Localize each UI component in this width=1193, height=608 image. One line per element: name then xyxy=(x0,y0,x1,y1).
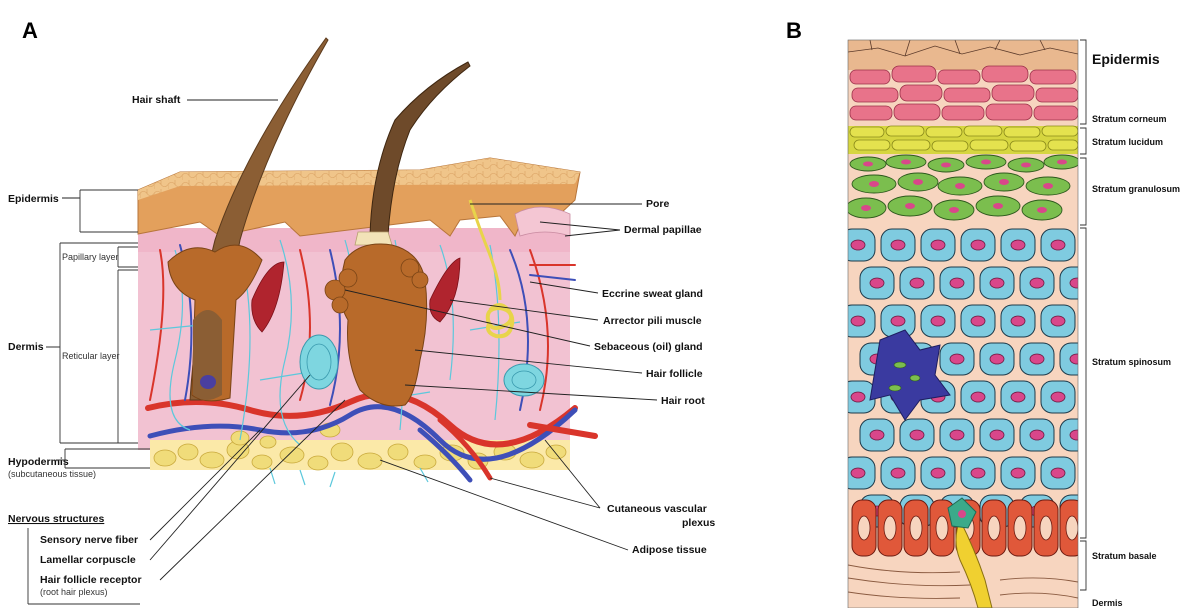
basale-nucleus xyxy=(858,516,870,540)
spinosum-nucleus xyxy=(910,430,924,440)
label-hypodermis: Hypodermis xyxy=(8,456,69,468)
label-root-hair-plexus: (root hair plexus) xyxy=(40,587,108,597)
spinosum-nucleus xyxy=(950,430,964,440)
spinosum-nucleus xyxy=(851,316,865,326)
spinosum-nucleus xyxy=(950,278,964,288)
label-stratum-basale: Stratum basale xyxy=(1092,551,1157,561)
label-hair-follicle: Hair follicle xyxy=(646,368,703,380)
label-dermis: Dermis xyxy=(8,341,44,353)
spinosum-nucleus xyxy=(1051,240,1065,250)
spinosum-nucleus xyxy=(931,468,945,478)
label-stratum-spinosum: Stratum spinosum xyxy=(1092,357,1171,367)
spinosum-nucleus xyxy=(870,278,884,288)
spinosum-nucleus xyxy=(1011,240,1025,250)
spinosum-nucleus xyxy=(971,392,985,402)
label-nervous-structures: Nervous structures xyxy=(8,513,104,525)
stratum-granulosum-cells xyxy=(846,155,1080,220)
spinosum-nucleus xyxy=(891,468,905,478)
basale-nucleus xyxy=(1066,516,1078,540)
spinosum-nucleus xyxy=(1030,278,1044,288)
label-cutaneous-vascular: Cutaneous vascular xyxy=(607,503,707,515)
label-hair-shaft: Hair shaft xyxy=(132,94,181,106)
panel-b: B xyxy=(786,18,1180,608)
spinosum-nucleus xyxy=(931,316,945,326)
panel-a: A xyxy=(8,18,715,604)
basale-nucleus xyxy=(988,516,1000,540)
stratum-corneum-cells xyxy=(850,66,1078,120)
basale-nucleus xyxy=(1040,516,1052,540)
panel-a-letter: A xyxy=(22,18,38,43)
spinosum-nucleus xyxy=(851,392,865,402)
spinosum-nucleus xyxy=(891,240,905,250)
spinosum-nucleus xyxy=(1011,316,1025,326)
spinosum-nucleus xyxy=(990,430,1004,440)
label-lamellar-corpuscle: Lamellar corpuscle xyxy=(40,554,136,566)
spinosum-nucleus xyxy=(931,240,945,250)
spinosum-nucleus xyxy=(971,240,985,250)
spinosum-nucleus xyxy=(990,354,1004,364)
spinosum-nucleus xyxy=(1070,354,1084,364)
spinosum-nucleus xyxy=(1051,316,1065,326)
basale-cell xyxy=(1086,500,1110,556)
basale-nucleus xyxy=(884,516,896,540)
label-stratum-corneum: Stratum corneum xyxy=(1092,114,1167,124)
label-reticular-layer: Reticular layer xyxy=(62,351,120,361)
label-epidermis: Epidermis xyxy=(8,193,59,205)
spinosum-nucleus xyxy=(950,354,964,364)
spinosum-nucleus xyxy=(870,430,884,440)
label-dermal-papillae: Dermal papillae xyxy=(624,224,702,236)
spinosum-nucleus xyxy=(971,468,985,478)
spinosum-nucleus xyxy=(1030,430,1044,440)
spinosum-nucleus xyxy=(891,316,905,326)
panel-b-letter: B xyxy=(786,18,802,43)
label-hair-root: Hair root xyxy=(661,395,705,407)
spinosum-nucleus xyxy=(1070,278,1084,288)
spinosum-nucleus xyxy=(1070,430,1084,440)
label-arrector-pili: Arrector pili muscle xyxy=(603,315,702,327)
basale-nucleus xyxy=(1014,516,1026,540)
label-b-dermis: Dermis xyxy=(1092,598,1123,608)
stratum-lucidum-cells xyxy=(848,126,1078,154)
basale-nucleus xyxy=(1092,516,1104,540)
spinosum-nucleus xyxy=(1051,468,1065,478)
basale-nucleus xyxy=(910,516,922,540)
spinosum-nucleus xyxy=(1030,354,1044,364)
label-adipose-tissue: Adipose tissue xyxy=(632,544,707,556)
label-sebaceous-gland: Sebaceous (oil) gland xyxy=(594,341,703,353)
spinosum-nucleus xyxy=(990,278,1004,288)
label-subcutaneous: (subcutaneous tissue) xyxy=(8,469,96,479)
spinosum-nucleus xyxy=(1011,392,1025,402)
label-papillary-layer: Papillary layer xyxy=(62,252,119,262)
epidermis-histology xyxy=(841,40,1110,608)
label-pore: Pore xyxy=(646,198,670,210)
spinosum-nucleus xyxy=(851,468,865,478)
basale-nucleus xyxy=(936,516,948,540)
label-sensory-nerve-fiber: Sensory nerve fiber xyxy=(40,534,138,546)
spinosum-nucleus xyxy=(851,240,865,250)
label-eccrine-sweat-gland: Eccrine sweat gland xyxy=(602,288,703,300)
label-b-epidermis: Epidermis xyxy=(1092,51,1160,67)
spinosum-nucleus xyxy=(971,316,985,326)
spinosum-nucleus xyxy=(910,278,924,288)
label-stratum-granulosum: Stratum granulosum xyxy=(1092,184,1180,194)
label-plexus: plexus xyxy=(682,517,715,529)
spinosum-nucleus xyxy=(1011,468,1025,478)
layer-ticks xyxy=(1080,40,1086,590)
spinosum-nucleus xyxy=(1051,392,1065,402)
label-stratum-lucidum: Stratum lucidum xyxy=(1092,137,1163,147)
label-hair-follicle-receptor: Hair follicle receptor xyxy=(40,574,142,586)
